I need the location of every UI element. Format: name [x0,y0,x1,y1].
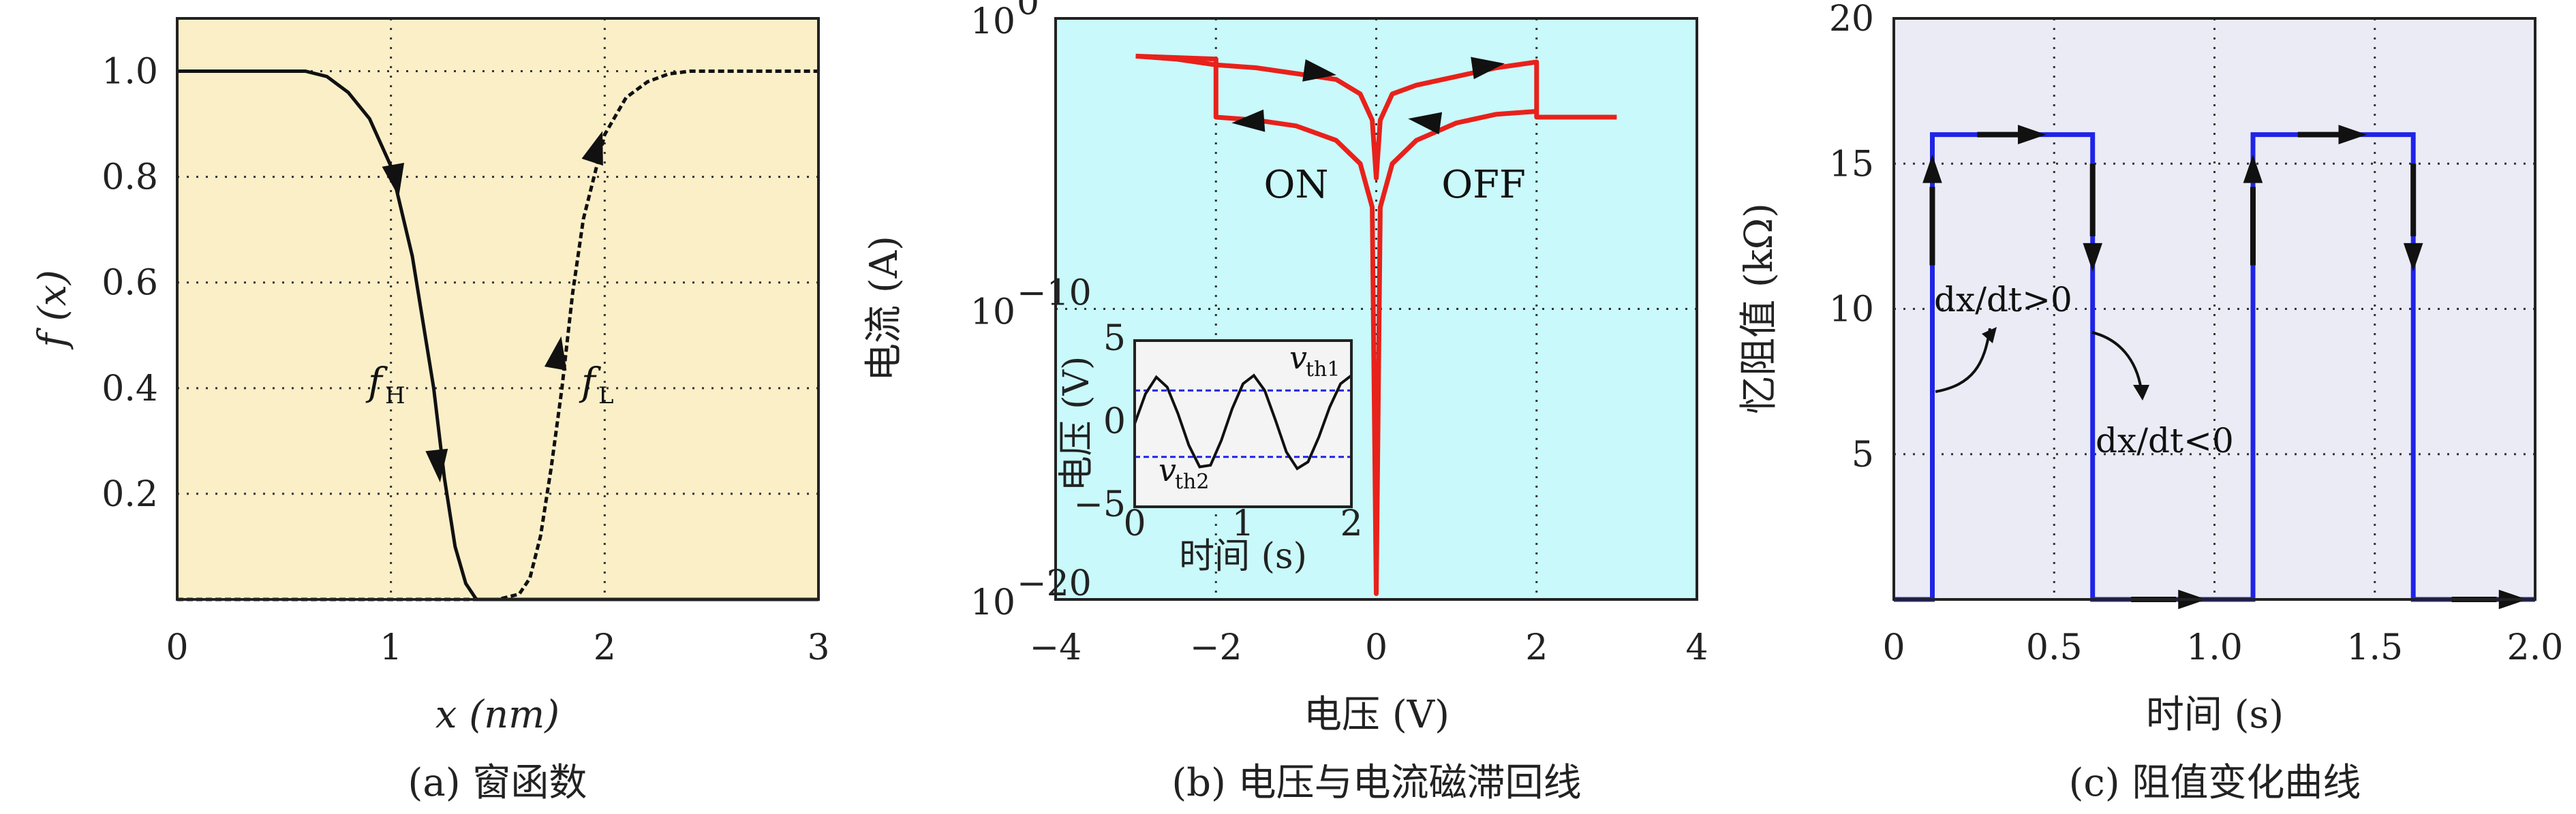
arrow-fl-upper [581,131,603,166]
arrow-upper-left [1302,59,1336,82]
panel-c-resistance: 0 0.5 1.0 1.5 2.0 5 10 15 20 dx/dt>0 dx/dt<0 时间… [1737,0,2563,805]
panel-c-caption: (c) 阻值变化曲线 [2069,761,2361,805]
inset-y-tick-label: 5 [1103,318,1126,359]
annotation-dxdt-positive: dx/dt>0 [1934,280,2072,319]
x-tick-label: −4 [1030,627,1082,668]
y-tick-label: 0.2 [102,474,158,515]
panel-b-caption: (b) 电压与电流磁滞回线 [1171,761,1581,805]
inset-vth2-sub: th2 [1175,470,1209,494]
y-tick-label: 10 [970,292,1015,333]
panel-a-xlabel: x (nm) [435,693,559,737]
inset-y-ticks: −5 0 5 [1073,318,1126,525]
annotation-dxdt-negative: dx/dt<0 [2096,421,2234,460]
panel-b-x-ticks: −4 −2 0 2 4 [1030,627,1708,668]
y-tick-exponent: −10 [1017,273,1092,314]
panel-c-frame [1892,17,2536,601]
y-tick-label: 10 [970,1,1015,42]
fall-arrow-1 [2083,242,2103,272]
panel-a-plot-area [177,18,818,599]
y-tick-label: 20 [1829,0,1874,40]
arrow-fh-upper [382,163,405,198]
panel-c-direction-arrows [1922,125,2528,610]
fall-arrow-2 [2403,242,2423,272]
panel-a-x-ticks: 0 1 2 3 [166,627,829,668]
inset-x-tick-label: 1 [1231,503,1254,544]
x-tick-label: 4 [1685,627,1708,668]
panel-c-ylabel: 忆阻值 (kΩ) [1737,203,1781,414]
panel-c-xlabel: 时间 (s) [2146,693,2284,737]
inset-vth1-sub: th1 [1306,358,1340,381]
annotation-arrow-negative [2091,331,2143,390]
y-tick-exponent: 0 [1017,0,1039,23]
panel-b-xlabel: 电压 (V) [1304,693,1450,737]
inset-plot-area [1135,341,1351,507]
panel-b-frame [1054,17,1698,601]
rise-arrow-2 [2243,155,2263,183]
arrow-fl-lower [544,336,567,371]
panel-b-ylabel: 电流 (A) [862,236,906,381]
inset-ylabel: 电压 (V) [1056,356,1097,492]
x-tick-label: 2 [594,627,616,668]
x-tick-label: 0 [1882,627,1905,668]
y-tick-label: 10 [1829,289,1874,330]
y-tick-label: 0.8 [102,157,158,198]
inset-vth1-v: v [1289,339,1307,376]
arrow-lower-left [1231,109,1266,132]
inset-y-tick-label: 0 [1103,401,1126,442]
x-tick-label: 2 [1525,627,1548,668]
annotation-arrowhead-positive [1982,327,1997,343]
x-tick-label: 0.5 [2026,627,2083,668]
arrow-fh-lower [425,448,448,483]
rise-arrow-1 [1922,155,1942,183]
panel-c-x-ticks: 0 0.5 1.0 1.5 2.0 [1882,627,2563,668]
top-arrow-1 [2018,125,2046,144]
inset-vth2-v: v [1159,452,1176,488]
y-tick-label: 10 [970,582,1015,623]
annotation-fh-sub: H [385,382,405,409]
arrow-lower-right [1408,112,1443,135]
inset-frame [1133,339,1353,508]
y-tick-label: 1.0 [102,52,158,93]
panel-c-y-ticks: 5 10 15 20 [1829,0,1874,475]
panel-c-grid [1894,18,2535,599]
panel-a-caption: (a) 窗函数 [408,761,587,805]
inset-series [1133,373,1353,471]
inset-x-tick-label: 2 [1340,503,1362,544]
x-tick-label: 1.0 [2186,627,2243,668]
x-tick-label: 2.0 [2507,627,2564,668]
top-arrow-2 [2338,125,2367,144]
panel-a-ylabel: f (x) [31,270,75,350]
panel-a-direction-arrows [382,131,603,483]
y-tick-label: 15 [1829,144,1874,185]
arrow-upper-right [1471,57,1505,80]
x-tick-label: 3 [807,627,829,668]
x-tick-label: −2 [1190,627,1242,668]
y-tick-label: 5 [1852,435,1874,475]
x-tick-label: 0 [1365,627,1387,668]
y-tick-exponent: −20 [1017,563,1092,604]
panel-a-y-ticks: 0.2 0.4 0.6 0.8 1.0 [102,52,158,515]
x-tick-label: 1 [380,627,402,668]
inset-series-line [1133,373,1353,471]
panel-a-frame [176,17,820,601]
annotation-arrowhead-negative [2133,385,2149,401]
annotation-arrow-positive [1935,328,1991,393]
inset-xlabel: 时间 (s) [1179,536,1307,577]
inset-x-tick-label: 0 [1123,503,1146,544]
y-tick-label: 0.4 [102,369,158,409]
inset-x-ticks: 0 1 2 [1123,503,1362,544]
annotation-off: OFF [1441,163,1526,207]
annotation-on: ON [1264,163,1329,207]
annotation-fl-sub: L [598,382,614,409]
y-tick-label: 0.6 [102,263,158,304]
x-tick-label: 1.5 [2346,627,2403,668]
inset-y-tick-label: −5 [1073,484,1126,525]
panel-b-direction-arrows [1231,57,1505,135]
x-tick-label: 0 [166,627,188,668]
